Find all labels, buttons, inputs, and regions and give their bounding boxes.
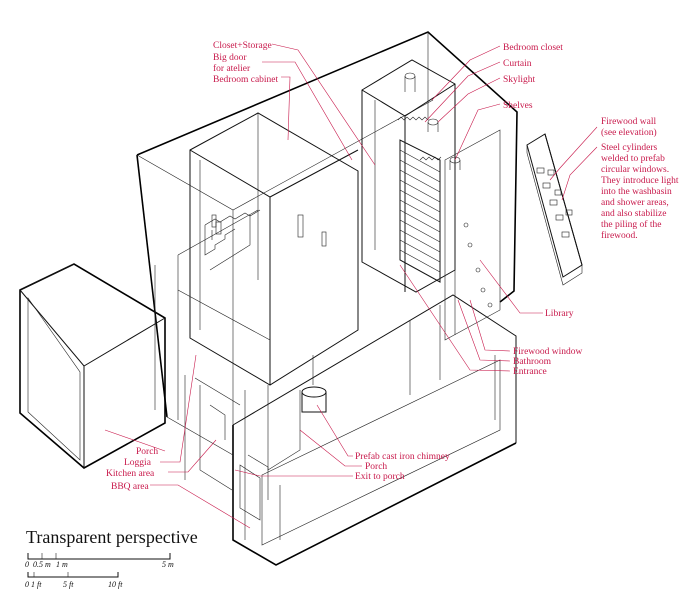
label-firewood-wall-2: (see elevation) [601, 127, 657, 138]
label-steel-5: into the washbasin [601, 187, 672, 197]
label-entrance: Entrance [513, 367, 547, 377]
scale-imperial-0: 0 1 ft [25, 580, 42, 589]
label-steel-4: They introduce light [601, 176, 679, 186]
porch-box [19, 263, 166, 469]
label-steel-3: circular windows. [601, 165, 669, 175]
label-skylight: Skylight [503, 75, 536, 85]
lower-volume [154, 209, 301, 540]
label-exit-to-porch: Exit to porch [355, 472, 405, 482]
drawing-title: Transparent perspective [26, 527, 198, 547]
annotation-labels: Closet+Storage Big door for atelier Bedr… [106, 41, 679, 492]
library-volume [361, 59, 501, 341]
label-bedroom-closet: Bedroom closet [503, 43, 563, 53]
label-steel-1: Steel cylinders [601, 143, 657, 153]
leader-lines [104, 43, 598, 529]
scale-metric-05: 0.5 m [33, 560, 51, 569]
label-steel-7: and also stabilize [601, 209, 666, 219]
label-curtain: Curtain [503, 59, 532, 69]
label-shelves: Shelves [503, 101, 533, 111]
scale-bar-metric: 0 0.5 m 1 m 5 m [25, 553, 174, 569]
scale-metric-1: 1 m [56, 560, 68, 569]
scale-bar-imperial: 0 1 ft 5 ft 10 ft [25, 572, 123, 589]
label-big-door-1: Big door [213, 53, 247, 63]
label-bathroom: Bathroom [513, 357, 552, 367]
label-steel-9: firewood. [601, 230, 638, 241]
scale-imperial-10: 10 ft [108, 580, 123, 589]
label-firewood-wall-1: Firewood wall [601, 117, 657, 127]
scale-metric-5: 5 m [162, 560, 174, 569]
scale-metric-0: 0 [25, 560, 29, 569]
label-library: Library [545, 309, 574, 319]
label-bbq-area: BBQ area [111, 482, 150, 492]
house-outline [136, 31, 518, 566]
label-porch-left: Porch [136, 447, 158, 457]
porch-frame [261, 305, 501, 546]
label-porch-center: Porch [365, 462, 387, 472]
label-loggia: Loggia [124, 458, 152, 468]
label-chimney: Prefab cast iron chimney [355, 451, 450, 462]
atelier-cube [189, 112, 359, 386]
label-kitchen-area: Kitchen area [106, 469, 155, 479]
scale-imperial-5: 5 ft [63, 580, 74, 589]
label-steel-6: and shower areas, [601, 198, 669, 208]
label-bedroom-cabinet: Bedroom cabinet [213, 75, 279, 85]
label-steel-2: welded to prefab [601, 153, 665, 164]
label-firewood-window: Firewood window [513, 347, 583, 357]
label-big-door-2: for atelier [213, 63, 251, 74]
label-steel-8: the piling of the [601, 219, 661, 230]
firewood-wall [526, 133, 583, 286]
label-closet-storage: Closet+Storage [213, 41, 272, 51]
